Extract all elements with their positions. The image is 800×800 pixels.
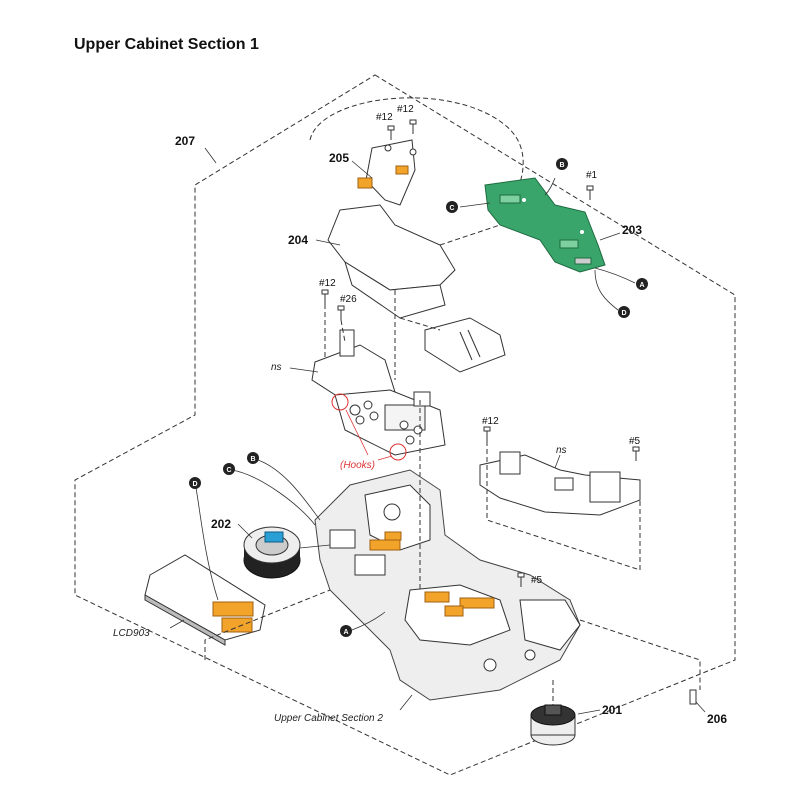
label-203: 203	[622, 223, 642, 237]
part-right-bracket	[479, 451, 641, 516]
connector-a-badge: A	[636, 278, 648, 290]
screw-icon	[517, 572, 525, 587]
label-204: 204	[288, 233, 308, 247]
connector-d-badge: D	[189, 477, 201, 489]
connector-c-badge: C	[446, 201, 458, 213]
detail-circle	[309, 97, 524, 196]
svg-text:D: D	[192, 481, 197, 488]
part-205-bracket	[357, 139, 417, 206]
svg-text:D: D	[621, 310, 626, 317]
part-upper-cabinet-2	[314, 469, 581, 701]
screw-label: #5	[629, 436, 641, 447]
screw-label: #1	[586, 170, 598, 181]
svg-text:C: C	[226, 467, 231, 474]
screw-label: #12	[397, 104, 414, 115]
label-205: 205	[329, 151, 349, 165]
part-switch-plate	[311, 329, 446, 456]
screw-icon	[321, 289, 345, 320]
label-hooks: (Hooks)	[340, 460, 375, 471]
screw-icon	[387, 119, 417, 140]
screw-icon	[586, 185, 594, 200]
hook-marker	[389, 443, 407, 461]
svg-text:A: A	[343, 629, 348, 636]
screw-label: #26	[340, 294, 357, 305]
label-ns: ns	[271, 362, 282, 373]
part-201-knob	[530, 704, 576, 746]
connector-a-badge: A	[340, 625, 352, 637]
part-lcd903	[144, 554, 266, 646]
screw-label: #12	[376, 112, 393, 123]
assembly-boundary	[74, 74, 736, 776]
label-206: 206	[707, 712, 727, 726]
connector-b-badge: B	[247, 452, 259, 464]
svg-text:A: A	[639, 282, 644, 289]
part-204-sheet	[327, 204, 506, 373]
svg-text:C: C	[449, 205, 454, 212]
part-203-pcb	[484, 177, 606, 273]
label-207: 207	[175, 134, 195, 148]
screw-label: #12	[319, 278, 336, 289]
part-202-dial	[243, 526, 301, 579]
screw-label: #5	[531, 575, 543, 586]
label-202: 202	[211, 517, 231, 531]
label-ns: ns	[556, 445, 567, 456]
svg-text:B: B	[559, 162, 564, 169]
connector-d-badge: D	[618, 306, 630, 318]
connector-c-badge: C	[223, 463, 235, 475]
page-title: Upper Cabinet Section 1	[74, 36, 259, 53]
screw-icon	[483, 426, 640, 461]
label-201: 201	[602, 703, 622, 717]
label-lcd903: LCD903	[113, 628, 150, 639]
hook-marker	[331, 393, 349, 411]
label-upper-cabinet-2: Upper Cabinet Section 2	[274, 713, 383, 724]
connector-b-badge: B	[556, 158, 568, 170]
part-206-tag	[689, 689, 697, 705]
screw-label: #12	[482, 416, 499, 427]
svg-text:B: B	[250, 456, 255, 463]
